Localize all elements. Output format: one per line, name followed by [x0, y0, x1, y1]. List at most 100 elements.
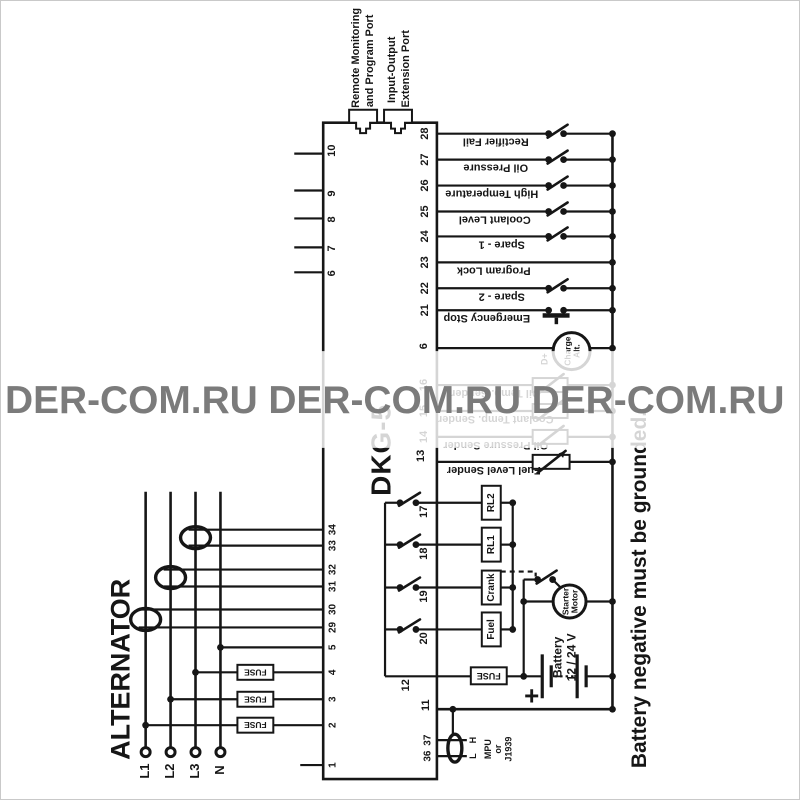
alternator-title: ALTERNATOR	[106, 579, 136, 760]
input-labels: Rectifier Fail Oil Pressure High Tempera…	[443, 136, 538, 325]
svg-text:1: 1	[328, 762, 339, 768]
svg-text:12: 12	[400, 679, 412, 691]
svg-text:4: 4	[328, 669, 339, 675]
svg-text:Charge: Charge	[563, 336, 573, 365]
svg-text:27: 27	[419, 154, 431, 166]
svg-text:26: 26	[419, 179, 431, 191]
svg-text:8: 8	[326, 216, 338, 222]
emergency-stop-button-icon	[542, 313, 570, 325]
supply-circuit: FUSE 12 + Battery 12 / 24 V	[385, 633, 616, 710]
svg-text:31: 31	[328, 581, 339, 593]
svg-text:11: 11	[420, 699, 432, 711]
terminal-l2	[164, 746, 177, 759]
svg-text:25: 25	[419, 205, 431, 217]
mains-fuse-label: FUSE	[244, 667, 267, 677]
svg-text:L: L	[468, 753, 478, 759]
svg-text:Coolant Level: Coolant Level	[459, 213, 531, 225]
svg-text:10: 10	[326, 145, 338, 157]
terminal-n	[214, 746, 227, 759]
svg-text:Emergency Stop: Emergency Stop	[443, 312, 530, 324]
svg-text:32: 32	[328, 564, 339, 576]
svg-text:DER-COM.RU: DER-COM.RU	[532, 379, 785, 422]
ct-l2-icon	[153, 564, 188, 591]
svg-text:Spare - 1: Spare - 1	[479, 238, 525, 250]
mains-fuse-label: FUSE	[244, 694, 267, 704]
left-stub-terminals: 10 9 8 7 6	[294, 145, 338, 276]
twisted-pair-icon	[446, 732, 464, 764]
extension-port-label-line2: Extension Port	[400, 30, 412, 108]
alternator-section: ALTERNATOR L1 L2 L3 N 34 33 32 31 30 29	[106, 491, 339, 779]
remote-port-icon	[348, 108, 379, 135]
svg-text:RL2: RL2	[486, 493, 497, 512]
svg-text:L3: L3	[187, 764, 202, 779]
svg-text:RL1: RL1	[486, 535, 497, 554]
svg-text:Starter: Starter	[561, 587, 571, 615]
svg-text:MPU: MPU	[483, 739, 493, 759]
svg-text:2: 2	[328, 722, 339, 728]
svg-text:J1939: J1939	[504, 737, 514, 762]
extension-port-label-line1: Input-Output	[386, 36, 398, 103]
svg-text:34: 34	[328, 524, 339, 536]
svg-text:DER-COM.RU: DER-COM.RU	[5, 379, 258, 422]
svg-text:L1: L1	[137, 764, 152, 779]
svg-text:Rectifier Fail: Rectifier Fail	[463, 136, 529, 148]
svg-text:28: 28	[419, 128, 431, 140]
svg-text:9: 9	[326, 190, 338, 196]
svg-text:21: 21	[419, 304, 431, 316]
svg-text:22: 22	[419, 282, 431, 294]
mains-fuse-label: FUSE	[244, 720, 267, 730]
battery-negative-note: Battery negative must be grounded.	[628, 411, 651, 768]
svg-text:7: 7	[326, 245, 338, 251]
fuel-level-sender: 13 Fuel Level Sender	[415, 449, 616, 476]
svg-text:24: 24	[419, 229, 431, 242]
terminal-l3	[189, 746, 202, 759]
svg-text:Crank: Crank	[486, 573, 497, 602]
watermark: DER-COM.RU DER-COM.RU DER-COM.RU	[5, 379, 784, 422]
watermark-fade-band	[1, 351, 799, 448]
input-terminal-numbers: 28 27 26 25 24 23 22 21	[419, 128, 431, 317]
svg-text:High Temperature: High Temperature	[445, 188, 538, 200]
svg-text:13: 13	[415, 450, 427, 462]
svg-text:or: or	[493, 744, 503, 753]
svg-text:DER-COM.RU: DER-COM.RU	[268, 379, 521, 422]
controller-outline	[321, 121, 439, 781]
svg-text:Spare - 2: Spare - 2	[479, 290, 525, 302]
svg-text:H: H	[468, 737, 478, 743]
svg-text:23: 23	[419, 256, 431, 268]
svg-text:5: 5	[328, 644, 339, 650]
svg-text:Fuel: Fuel	[486, 619, 497, 640]
svg-text:18: 18	[418, 548, 430, 560]
svg-text:12 / 24 V: 12 / 24 V	[565, 633, 579, 681]
svg-text:17: 17	[418, 506, 430, 518]
svg-text:37: 37	[422, 734, 433, 746]
ground-line: 11	[420, 699, 616, 713]
svg-text:Battery: Battery	[551, 636, 565, 678]
extension-port-icon	[383, 108, 413, 135]
svg-text:36: 36	[422, 750, 433, 762]
remote-port-label-line2: and Program Port	[364, 14, 376, 107]
svg-text:19: 19	[418, 590, 430, 602]
mpu-pickup: 37 36 H L MPU or J1939	[422, 709, 514, 764]
svg-text:L2: L2	[162, 764, 177, 779]
starter-circuit: Starter Motor	[500, 569, 616, 677]
svg-text:30: 30	[328, 603, 339, 615]
ct-l3-icon	[178, 524, 213, 551]
svg-text:6: 6	[326, 270, 338, 276]
svg-text:Program Lock: Program Lock	[456, 264, 531, 276]
remote-port-label-line1: Remote Monitoring	[350, 8, 362, 108]
relay-outputs: 17 RL2 18 RL1 19 Crank 20 Fuel	[383, 484, 517, 677]
svg-text:6: 6	[418, 343, 430, 349]
terminal-l1	[139, 746, 152, 759]
svg-text:N: N	[212, 765, 227, 774]
svg-text:Oil Pressure: Oil Pressure	[463, 162, 528, 174]
digital-inputs	[436, 123, 616, 325]
supply-fuse-label: FUSE	[477, 671, 501, 681]
svg-text:Fuel Level Sender: Fuel Level Sender	[446, 464, 541, 476]
svg-text:20: 20	[418, 632, 430, 644]
svg-text:3: 3	[328, 696, 339, 702]
battery-plus-sign: +	[524, 682, 539, 710]
svg-text:33: 33	[328, 540, 339, 552]
svg-text:29: 29	[328, 621, 339, 633]
